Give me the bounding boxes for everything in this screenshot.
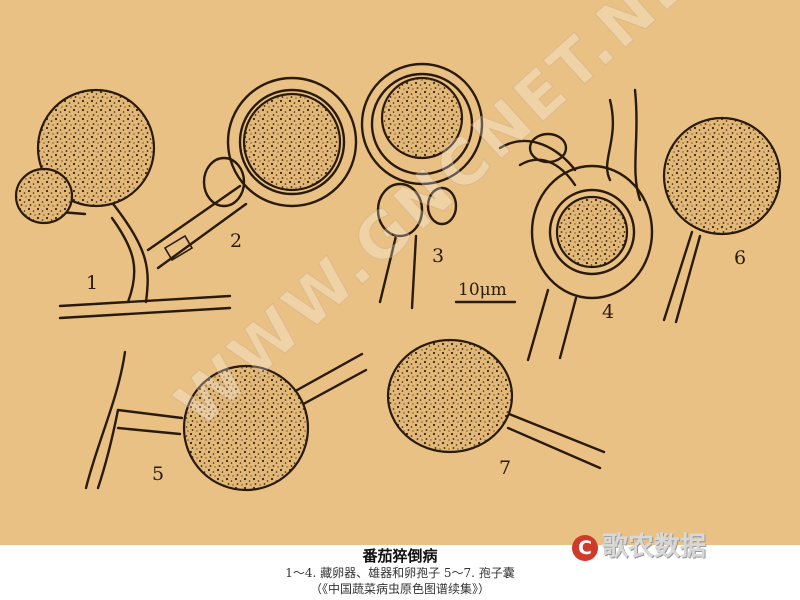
- pathogen-drawing: 1 2 3 10μm: [14, 0, 782, 492]
- label-3: 3: [432, 245, 444, 267]
- figure-2-oospore: 2: [146, 76, 358, 270]
- illustration-plate: 1 2 3 10μm: [0, 0, 800, 545]
- figure-6-sporangium: 6: [662, 116, 782, 324]
- figure-7-sporangium: 7: [386, 338, 606, 479]
- brand-name: 歌农数据: [602, 532, 707, 562]
- brand-c-icon: C: [572, 534, 598, 561]
- caption-line-1: 1～4. 藏卵器、雄器和卵孢子 5～7. 孢子囊: [285, 566, 515, 580]
- label-1: 1: [86, 272, 98, 294]
- label-5: 5: [152, 463, 164, 485]
- figure-caption: 番茄猝倒病 1～4. 藏卵器、雄器和卵孢子 5～7. 孢子囊 （《中国蔬菜病虫原…: [0, 545, 800, 600]
- caption-title: 番茄猝倒病: [362, 547, 438, 565]
- label-4: 4: [602, 301, 614, 323]
- scale-bar-label: 10μm: [458, 280, 507, 300]
- figure-5-sporangium: 5: [84, 350, 368, 492]
- figure-1-oogonium: 1: [14, 88, 232, 320]
- label-2: 2: [230, 230, 242, 252]
- figure-3-oospore: 3: [360, 62, 484, 310]
- label-6: 6: [734, 247, 746, 269]
- caption-source: （《中国蔬菜病虫原色图谱续集》）: [309, 582, 490, 596]
- scale-bar: 10μm: [454, 280, 517, 304]
- label-7: 7: [499, 457, 511, 479]
- figure-4-oogonium: 4: [498, 88, 654, 362]
